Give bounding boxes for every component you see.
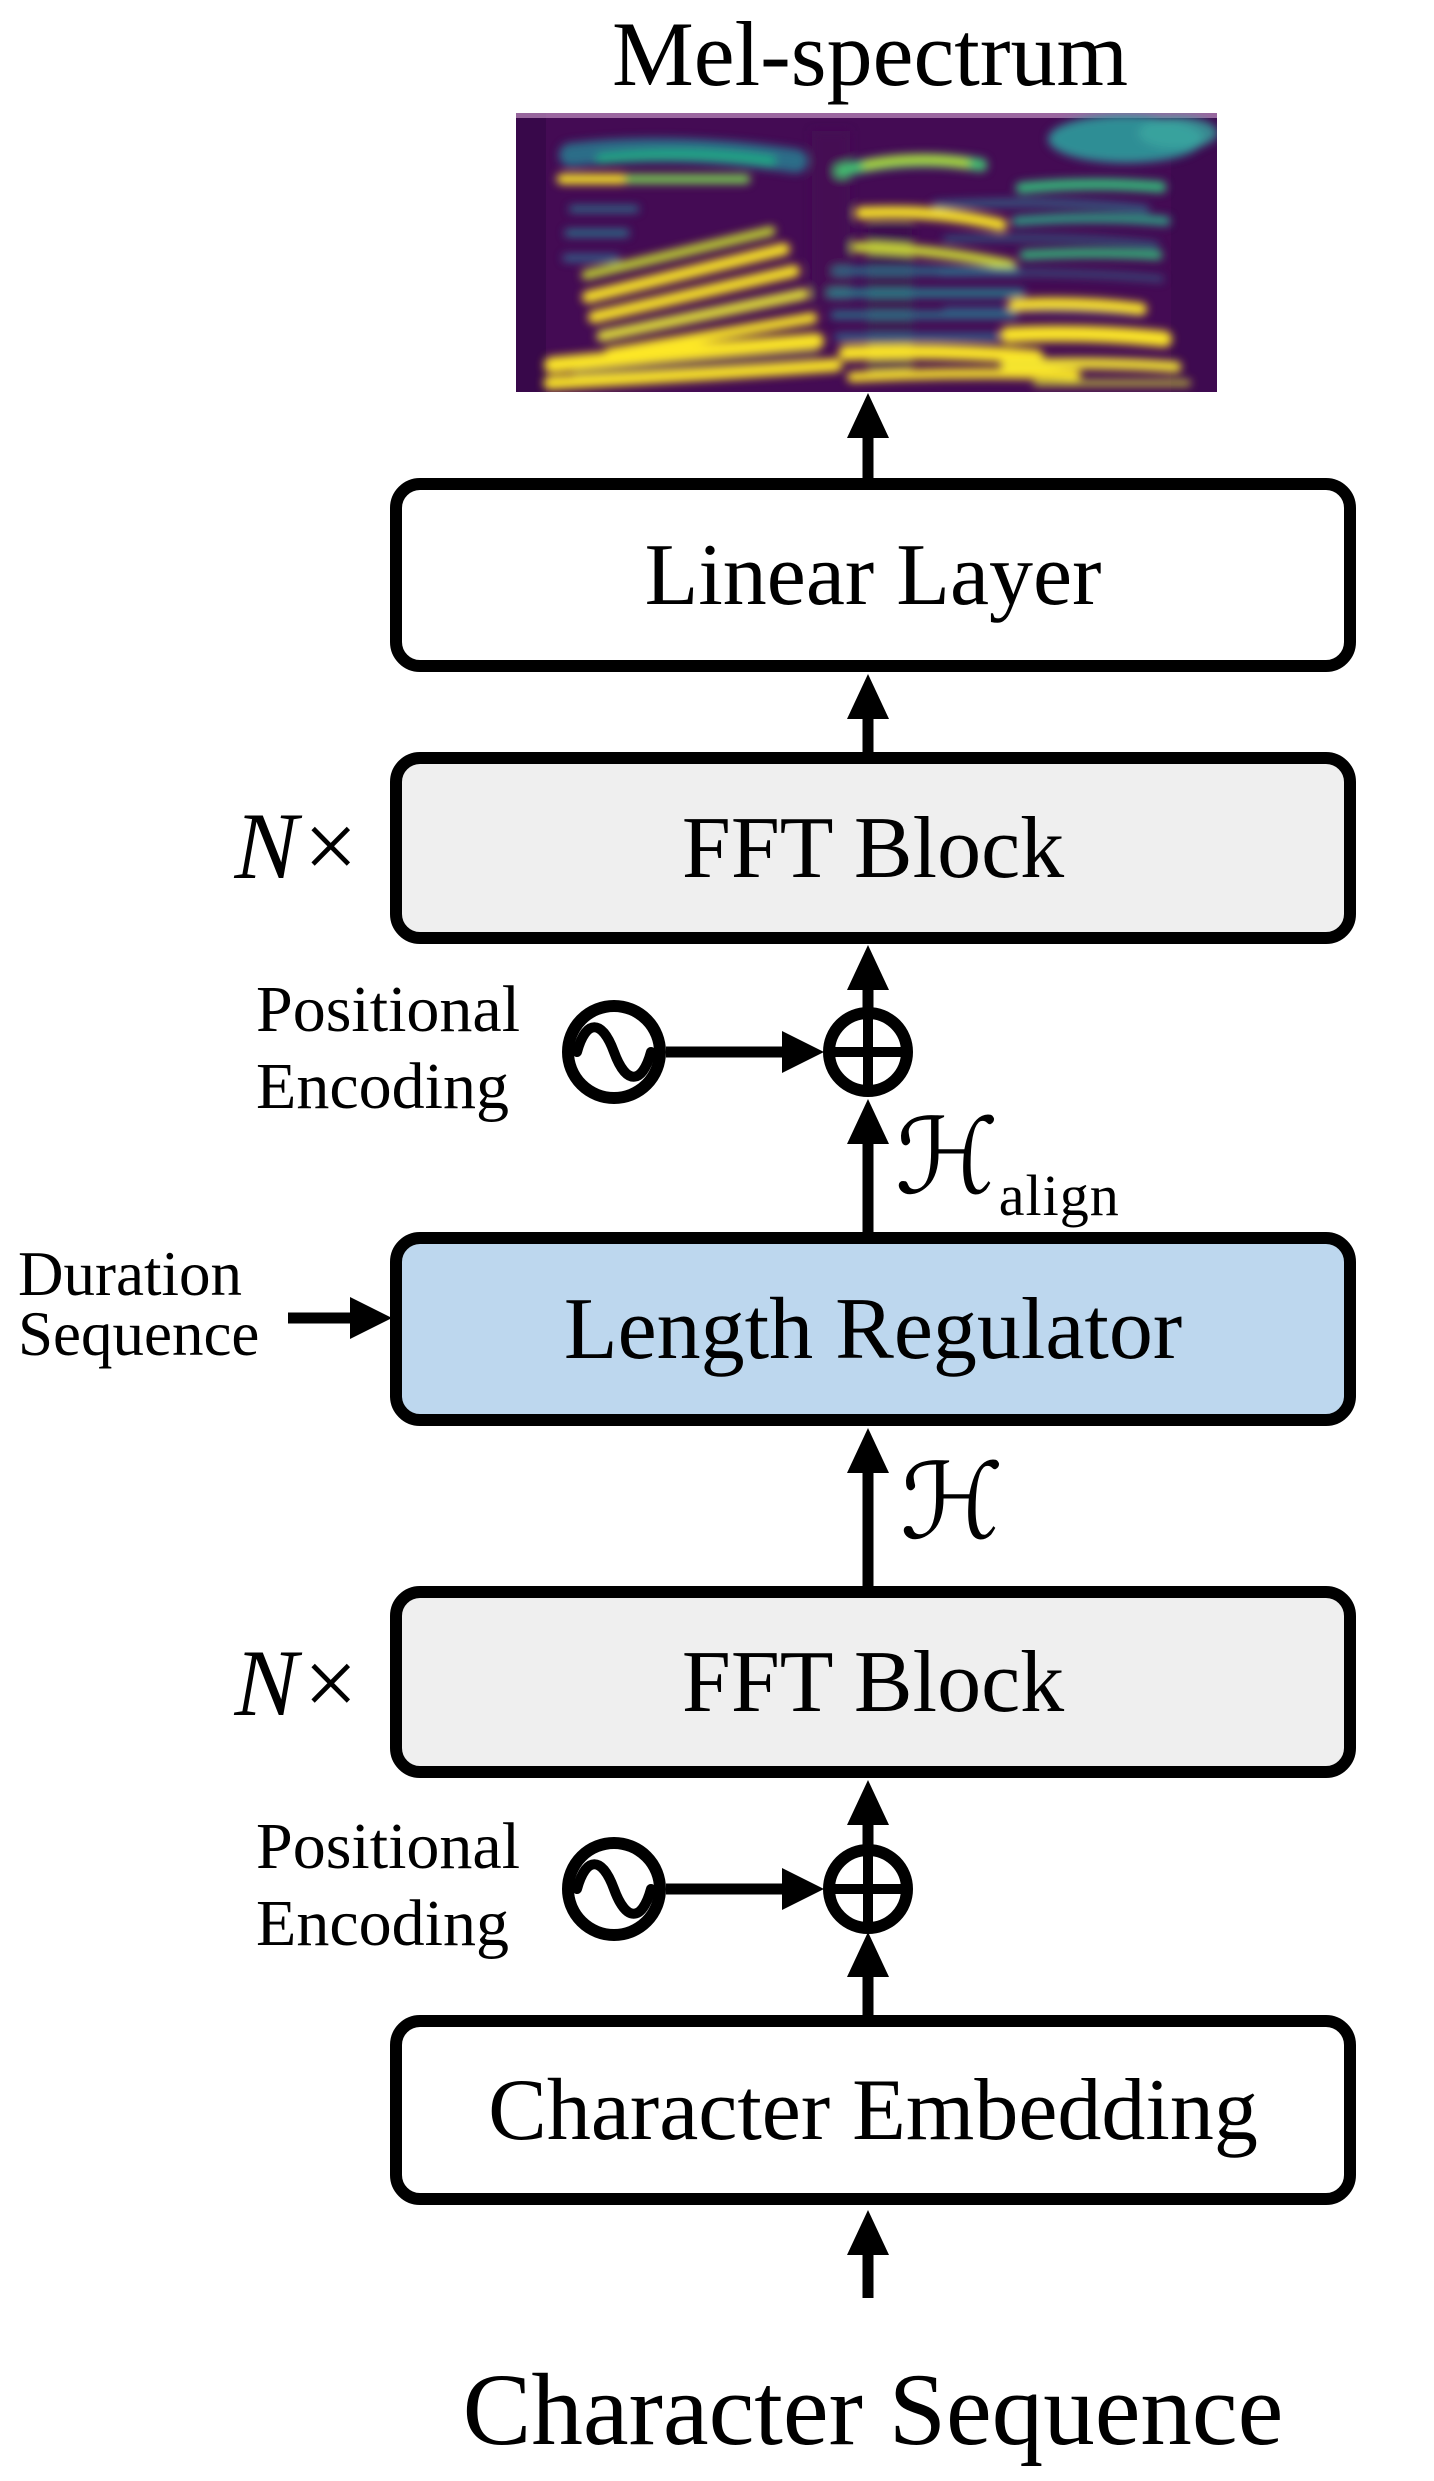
arrow-char-embedding-to-add-bottom: [847, 1932, 889, 2016]
arrow-add-bottom-to-fft-bottom: [847, 1780, 889, 1845]
arrow-linear-to-spectrogram: [847, 393, 889, 478]
arrow-fft-top-to-linear: [847, 674, 889, 752]
fft-block-bottom: FFT Block: [390, 1586, 1356, 1778]
arrow-add-top-to-fft-top: [847, 945, 889, 1008]
fft-block-top: FFT Block: [390, 752, 1356, 944]
add-icon-top: [823, 1007, 913, 1097]
fft-block-bottom-label: FFT Block: [681, 1633, 1065, 1731]
positional-encoding-label-top: Positional Encoding: [256, 971, 520, 1125]
script-h-symbol: ℋ: [895, 1096, 999, 1218]
arrow-positional-to-add-bottom: [666, 1868, 824, 1910]
character-embedding-label: Character Embedding: [488, 2061, 1258, 2159]
arrow-fft-bottom-to-length-regulator: [847, 1428, 889, 1586]
linear-layer-label: Linear Layer: [644, 526, 1102, 624]
linear-layer-block: Linear Layer: [390, 478, 1356, 672]
arrow-input-to-char-embedding: [847, 2210, 889, 2298]
character-embedding-block: Character Embedding: [390, 2015, 1356, 2205]
duration-sequence-label: Duration Sequence: [18, 1239, 260, 1369]
repeat-label-top: N×: [234, 793, 362, 899]
positional-encoding-line1: Positional: [256, 1810, 521, 1883]
mel-spectrogram-image: [516, 113, 1217, 392]
arrow-positional-to-add-top: [666, 1031, 824, 1073]
positional-encoding-line1: Positional: [256, 973, 521, 1046]
duration-sequence-line2: Sequence: [18, 1299, 260, 1369]
add-icon-bottom: [823, 1844, 913, 1934]
duration-sequence-line1: Duration: [18, 1239, 242, 1309]
align-subscript: align: [998, 1163, 1120, 1228]
hidden-label: ℋ: [900, 1441, 1004, 1563]
sine-wave-icon-bottom: [562, 1837, 666, 1941]
fft-block-top-label: FFT Block: [681, 799, 1065, 897]
character-sequence-label: Character Sequence: [462, 2353, 1284, 2467]
length-regulator-block: Length Regulator: [390, 1232, 1356, 1426]
repeat-label-bottom: N×: [234, 1630, 362, 1736]
positional-encoding-label-bottom: Positional Encoding: [256, 1808, 520, 1962]
positional-encoding-line2: Encoding: [256, 1050, 509, 1123]
length-regulator-label: Length Regulator: [563, 1280, 1183, 1378]
sine-wave-icon-top: [562, 1000, 666, 1104]
hidden-align-label: ℋalign: [895, 1105, 1120, 1248]
positional-encoding-line2: Encoding: [256, 1887, 509, 1960]
mel-spectrum-title: Mel-spectrum: [611, 3, 1129, 105]
arrow-duration-to-length-regulator: [288, 1297, 392, 1339]
arrow-length-regulator-to-add-top: [847, 1099, 889, 1232]
